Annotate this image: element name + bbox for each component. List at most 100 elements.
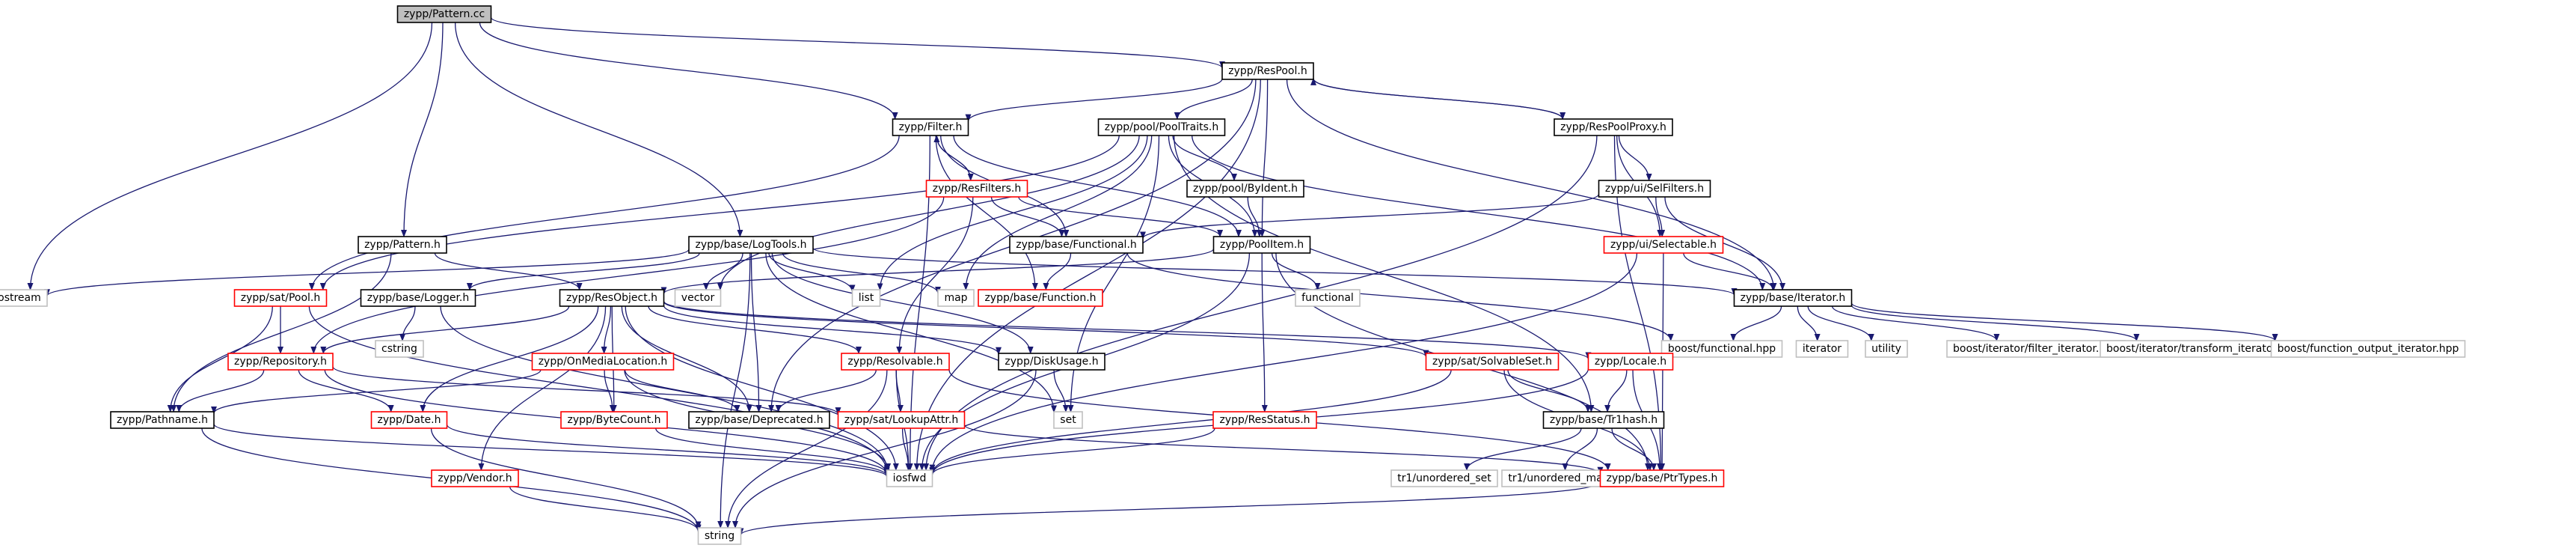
node-label: zypp/ui/SelFilters.h (1605, 183, 1704, 195)
node-resobject-h[interactable]: zypp/ResObject.h (559, 289, 665, 307)
edge-resobject-h-to-iosfwd (625, 305, 899, 471)
node-box (0, 289, 48, 307)
node-lookupattr-h[interactable]: zypp/sat/LookupAttr.h (837, 411, 966, 429)
edge-pattern-cc-to-filter-h (479, 22, 898, 120)
node-boost-functional: boost/functional.hpp (1660, 340, 1783, 358)
node-box (688, 411, 830, 429)
node-resfilters-h[interactable]: zypp/ResFilters.h (925, 180, 1028, 198)
node-selfilters-h[interactable]: zypp/ui/SelFilters.h (1598, 180, 1711, 198)
node-sat-pool-h[interactable]: zypp/sat/Pool.h (233, 289, 328, 307)
node-selectable-h[interactable]: zypp/ui/Selectable.h (1603, 236, 1724, 254)
node-box (1097, 118, 1226, 136)
node-locale-h[interactable]: zypp/Locale.h (1587, 353, 1674, 371)
edge-solvableset-h-to-iosfwd (929, 369, 1452, 475)
node-label: zypp/ByteCount.h (567, 414, 660, 426)
node-iterator: iterator (1795, 340, 1849, 358)
node-respoolproxy-h[interactable]: zypp/ResPoolProxy.h (1554, 118, 1673, 136)
node-pattern-h[interactable]: zypp/Pattern.h (358, 236, 447, 254)
edge-iterator-h-to-function-output (1850, 302, 2278, 341)
node-box (560, 411, 668, 429)
node-poolitem-h[interactable]: zypp/PoolItem.h (1212, 236, 1311, 254)
node-box (1542, 411, 1665, 429)
node-iterator-h[interactable]: zypp/base/Iterator.h (1733, 289, 1853, 307)
node-filter-h[interactable]: zypp/Filter.h (892, 118, 969, 136)
node-box (841, 353, 950, 371)
edge-selfilters-h-to-selectable-h (1655, 196, 1666, 237)
node-respool-h[interactable]: zypp/ResPool.h (1221, 62, 1314, 80)
node-box (1186, 180, 1304, 198)
node-utility: utility (1865, 340, 1908, 358)
node-box (370, 411, 448, 429)
edge-logtools-h-to-list (768, 252, 856, 293)
edge-pattern-cc-to-logtools-h (454, 22, 743, 237)
node-resstatus-h[interactable]: zypp/ResStatus.h (1212, 411, 1317, 429)
edge-logtools-h-to-set (765, 252, 1057, 413)
node-deprecated-h[interactable]: zypp/base/Deprecated.h (688, 411, 830, 429)
node-diskusage-h[interactable]: zypp/DiskUsage.h (998, 353, 1105, 371)
node-label: zypp/ui/Selectable.h (1610, 239, 1717, 251)
node-vendor-h[interactable]: zypp/Vendor.h (431, 469, 519, 487)
node-function-h[interactable]: zypp/base/Function.h (978, 289, 1103, 307)
node-solvableset-h[interactable]: zypp/sat/SolvableSet.h (1425, 353, 1560, 371)
node-tr1hash-h[interactable]: zypp/base/Tr1hash.h (1542, 411, 1665, 429)
node-date-h[interactable]: zypp/Date.h (370, 411, 448, 429)
edge-lookupattr-h-to-ptrtypes-h (963, 424, 1604, 475)
edge-resfilters-h-to-poolitem-h (1018, 196, 1224, 237)
edge-selectable-h-to-iterator-h (1683, 252, 1776, 290)
node-box (227, 353, 334, 371)
node-box (837, 411, 966, 429)
node-box (2270, 340, 2466, 358)
node-label: zypp/base/Tr1hash.h (1550, 414, 1657, 426)
node-string: string (697, 527, 742, 545)
edge-tr1hash-h-to-unordered-set (1464, 427, 1582, 471)
edge-pathname-h-to-iosfwd (213, 423, 890, 478)
node-pattern-cc[interactable]: zypp/Pattern.cc (396, 5, 492, 23)
node-pooltraits-h[interactable]: zypp/pool/PoolTraits.h (1097, 118, 1226, 136)
node-box (937, 289, 975, 307)
node-box (1009, 236, 1144, 254)
node-box (110, 411, 215, 429)
node-label: zypp/ResPoolProxy.h (1560, 121, 1666, 133)
edge-logtools-h-to-map (782, 252, 941, 294)
node-byident-h[interactable]: zypp/pool/ByIdent.h (1186, 180, 1304, 198)
edge-pattern-cc-to-iostream (27, 22, 433, 290)
node-box (1212, 411, 1317, 429)
node-label: zypp/Date.h (378, 414, 441, 426)
edge-logtools-h-to-logger-h (467, 252, 700, 290)
node-box (851, 289, 881, 307)
edge-bytecount-h-to-iosfwd (655, 427, 890, 475)
edge-lookupattr-h-to-iosfwd (901, 427, 912, 471)
edge-tr1hash-h-to-ptrtypes-h (1611, 427, 1657, 471)
node-functional-h[interactable]: zypp/base/Functional.h (1009, 236, 1144, 254)
node-label: zypp/Filter.h (899, 121, 963, 133)
node-label: zypp/Pattern.h (364, 239, 441, 251)
node-ptrtypes-h[interactable]: zypp/base/PtrTypes.h (1599, 469, 1725, 487)
node-onmedialocation-h[interactable]: zypp/OnMediaLocation.h (531, 353, 675, 371)
edge-selfilters-h-to-functional-h (1140, 193, 1600, 240)
node-label: vector (681, 292, 715, 304)
node-label: zypp/pool/ByIdent.h (1193, 183, 1298, 195)
node-label: zypp/base/LogTools.h (695, 239, 806, 251)
edge-logtools-h-to-vector (703, 252, 743, 290)
node-box (1865, 340, 1908, 358)
node-label: boost/iterator/transform_iterator.hpp (2106, 343, 2299, 355)
node-resolvable-h[interactable]: zypp/Resolvable.h (841, 353, 950, 371)
node-label: iostream (0, 292, 41, 304)
node-bytecount-h[interactable]: zypp/ByteCount.h (560, 411, 668, 429)
node-unordered-map: tr1/unordered_map (1501, 469, 1616, 487)
edge-resobject-h-to-repository-h (320, 305, 570, 354)
edge-filter-h-to-sat-pool-h (308, 135, 900, 290)
node-label: set (1060, 414, 1076, 426)
edge-repository-h-to-date-h (298, 369, 394, 413)
edge-resfilters-h-to-functional-h (990, 196, 1065, 237)
node-logger-h[interactable]: zypp/base/Logger.h (360, 289, 476, 307)
node-logtools-h[interactable]: zypp/base/LogTools.h (688, 236, 814, 254)
node-repository-h[interactable]: zypp/Repository.h (227, 353, 334, 371)
node-box (360, 289, 476, 307)
node-pathname-h[interactable]: zypp/Pathname.h (110, 411, 215, 429)
edge-logger-h-to-cstring (399, 305, 416, 341)
node-box (1795, 340, 1849, 358)
node-label: iosfwd (893, 472, 927, 484)
edge-pattern-cc-to-pattern-h (401, 22, 444, 237)
node-box (697, 527, 742, 545)
